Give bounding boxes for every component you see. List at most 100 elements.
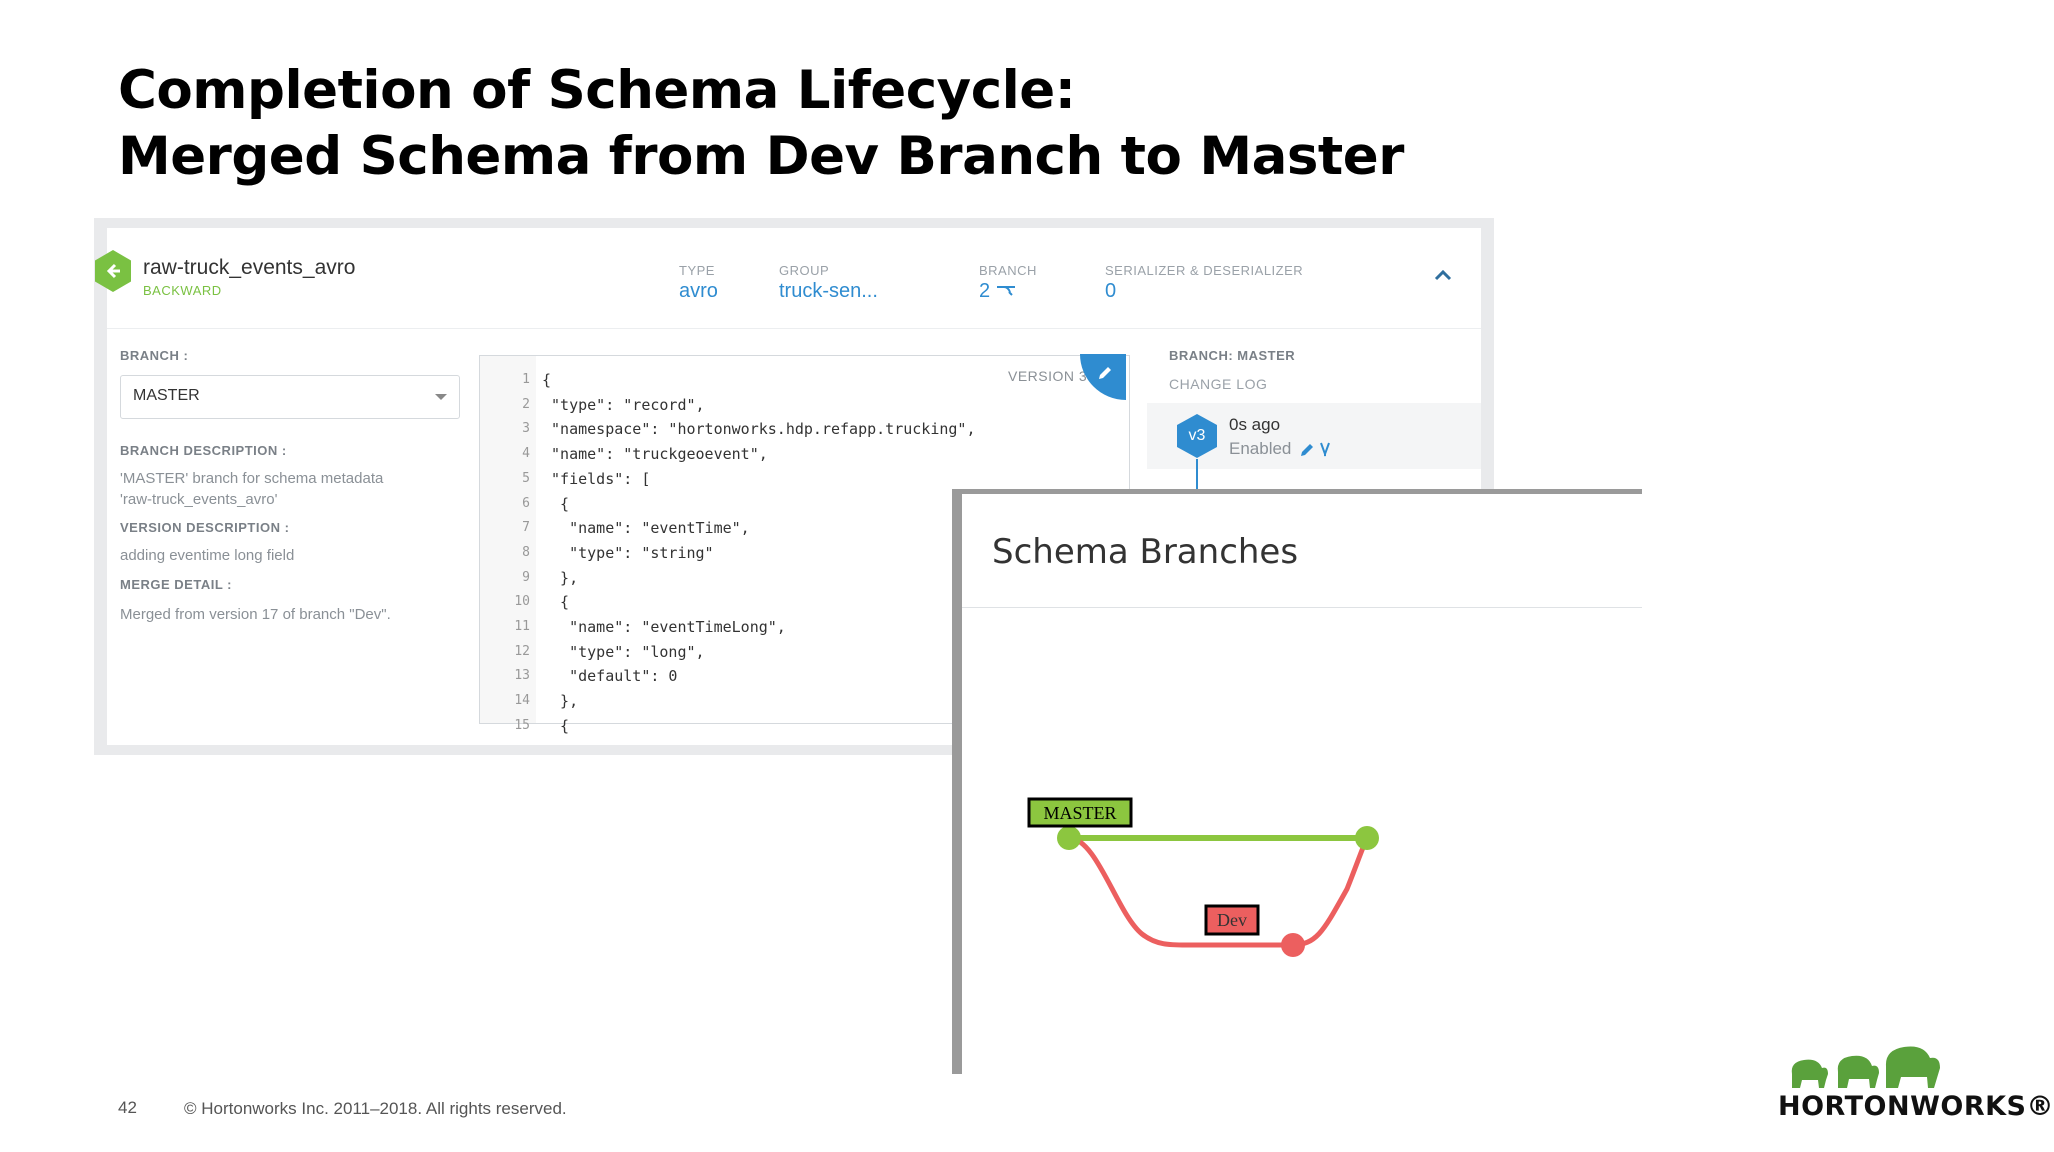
dev-branch-line: [1068, 835, 1370, 948]
group-label: GROUP: [779, 263, 830, 278]
code-line[interactable]: 2 "type": "record",: [480, 394, 1129, 418]
serde-value: 0: [1105, 280, 1117, 302]
code-text: {: [542, 716, 570, 735]
version-description-label: VERSION DESCRIPTION :: [120, 520, 290, 535]
code-text: "name": "eventTime",: [542, 519, 750, 538]
dev-label-text: Dev: [1217, 910, 1247, 930]
serde-field: SERIALIZER & DESERIALIZER 0: [1105, 263, 1303, 303]
type-field: TYPE avro: [679, 263, 718, 303]
branch-details-panel: BRANCH : MASTER BRANCH DESCRIPTION : 'MA…: [120, 348, 465, 625]
version-hex-badge: v3: [1177, 414, 1217, 458]
code-text: {: [542, 593, 570, 612]
chevron-down-icon: [435, 394, 447, 400]
code-line[interactable]: 5 "fields": [: [480, 468, 1129, 492]
line-number: 8: [522, 544, 530, 560]
line-number: 3: [522, 421, 530, 437]
dev-version-node[interactable]: [1281, 933, 1305, 957]
timeline-line: [1196, 459, 1198, 499]
schema-branches-dialog: Schema Branches MASTER Dev: [952, 489, 1642, 1074]
pencil-icon[interactable]: [1301, 444, 1313, 456]
code-text: "name": "truckgeoevent",: [542, 445, 768, 464]
copyright-text: © Hortonworks Inc. 2011–2018. All rights…: [184, 1099, 567, 1118]
branch-count-label: BRANCH: [979, 263, 1037, 278]
code-text: },: [542, 692, 579, 711]
dialog-title: Schema Branches: [992, 532, 1299, 572]
master-start-node[interactable]: [1057, 826, 1081, 850]
branch-icon: [996, 286, 1015, 296]
schema-card-header[interactable]: raw-truck_events_avro BACKWARD TYPE avro…: [95, 228, 1481, 329]
line-number: 11: [514, 619, 530, 634]
slide-title-line-2: Merged Schema from Dev Branch to Master: [118, 126, 1404, 187]
entry-action-icons: [1301, 442, 1330, 457]
merge-detail: Merged from version 17 of branch "Dev".: [120, 606, 391, 623]
code-text: {: [542, 371, 552, 389]
code-line[interactable]: 10 {: [480, 591, 1129, 615]
line-number: 2: [522, 396, 530, 412]
code-line[interactable]: 11 "name": "eventTimeLong",: [480, 616, 1129, 640]
code-text: "type": "record",: [542, 395, 705, 414]
changelog-entry[interactable]: v3 0s ago Enabled: [1147, 403, 1481, 499]
version-label: VERSION 3: [1008, 368, 1088, 384]
line-number: 14: [514, 693, 530, 709]
changelog-entry-status: Enabled: [1229, 439, 1292, 458]
chevron-up-icon[interactable]: [1433, 268, 1453, 282]
code-line[interactable]: 3 "namespace": "hortonworks.hdp.refapp.t…: [480, 418, 1129, 442]
line-number: 12: [514, 643, 530, 659]
pencil-icon: [1099, 367, 1111, 379]
code-line[interactable]: 14 },: [480, 690, 1129, 714]
master-branch-label: MASTER: [1027, 797, 1133, 828]
merge-icon[interactable]: [1320, 442, 1330, 457]
merge-detail-label: MERGE DETAIL :: [120, 577, 232, 592]
change-log-panel: BRANCH: MASTER CHANGE LOG v3 0s ago Enab…: [1147, 348, 1481, 499]
code-line[interactable]: 7 "name": "eventTime",: [480, 517, 1129, 541]
line-number: 7: [522, 520, 530, 536]
code-text: "namespace": "hortonworks.hdp.refapp.tru…: [542, 420, 976, 439]
version-description: adding eventime long field: [120, 547, 295, 564]
changelog-entry-time: 0s ago: [1229, 415, 1281, 434]
code-line[interactable]: 6 {: [480, 493, 1129, 517]
line-number-gutter: [480, 356, 536, 723]
schema-card: raw-truck_events_avro BACKWARD TYPE avro…: [95, 228, 1481, 745]
branch-select-label: BRANCH :: [120, 348, 189, 363]
slide-title: Completion of Schema Lifecycle: Merged S…: [118, 58, 1404, 190]
branch-description-line-2: 'raw-truck_events_avro': [120, 491, 278, 508]
code-text: },: [542, 568, 579, 587]
line-number: 5: [522, 470, 530, 486]
hortonworks-logo: HORTONWORKS®: [1778, 1036, 2054, 1122]
compatibility-badge: BACKWARD: [143, 283, 222, 298]
branch-graph: MASTER Dev: [1027, 797, 1379, 957]
code-text: "fields": [: [542, 469, 651, 488]
page-number: 42: [118, 1098, 137, 1117]
group-field: GROUP truck-sen...: [779, 263, 878, 303]
line-number: 4: [522, 446, 530, 462]
changelog-branch-title: BRANCH: MASTER: [1169, 348, 1296, 363]
schema-registry-screenshot: raw-truck_events_avro BACKWARD TYPE avro…: [94, 218, 1494, 755]
code-line[interactable]: 12 "type": "long",: [480, 641, 1129, 665]
code-line[interactable]: 1{: [480, 369, 1129, 393]
slide-title-line-1: Completion of Schema Lifecycle:: [118, 60, 1076, 121]
changelog-subtitle: CHANGE LOG: [1169, 376, 1268, 392]
elephant-herd-icon: [1791, 1046, 1940, 1088]
branch-select[interactable]: MASTER: [120, 375, 460, 419]
master-merge-node[interactable]: [1355, 826, 1379, 850]
schema-name: raw-truck_events_avro: [143, 256, 356, 279]
back-icon[interactable]: [95, 250, 131, 292]
branch-count-value: 2: [979, 280, 991, 302]
dialog-separator: [962, 607, 1642, 608]
line-number: 10: [514, 594, 530, 610]
code-text: "type": "long",: [542, 642, 705, 661]
line-number: 13: [514, 668, 530, 684]
line-number: 6: [522, 495, 530, 511]
code-text: "default": 0: [542, 667, 678, 686]
code-line[interactable]: 4 "name": "truckgeoevent",: [480, 443, 1129, 467]
type-value: avro: [679, 280, 718, 302]
code-line[interactable]: 9 },: [480, 567, 1129, 591]
line-number: 1: [522, 372, 530, 387]
code-line[interactable]: 13 "default": 0: [480, 665, 1129, 689]
code-line[interactable]: 15 {: [480, 715, 1129, 739]
code-line[interactable]: 8 "type": "string": [480, 542, 1129, 566]
code-text: "type": "string": [542, 543, 714, 562]
branch-select-value: MASTER: [133, 387, 200, 404]
line-number: 9: [522, 569, 530, 585]
code-text: "name": "eventTimeLong",: [542, 618, 786, 636]
